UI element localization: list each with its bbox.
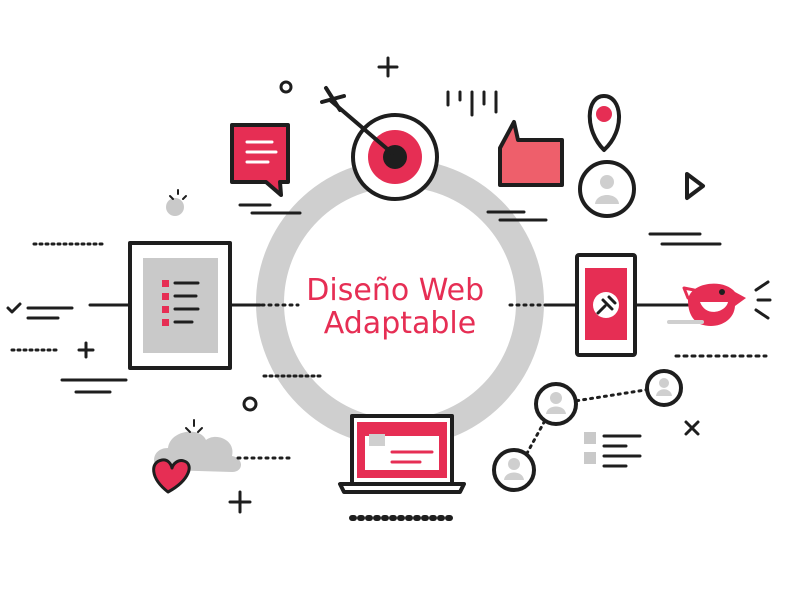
user-avatar-icon	[578, 160, 636, 218]
decor-dot	[166, 198, 184, 216]
location-pin-icon	[587, 94, 621, 152]
check-list-marks	[6, 302, 74, 320]
laptop-website-icon	[338, 414, 466, 521]
thumbs-up-icon	[486, 120, 564, 222]
decor-circle	[279, 80, 293, 94]
smartphone-pin-icon	[575, 253, 637, 357]
tablet-checklist-icon	[128, 241, 232, 370]
close-icon	[684, 420, 700, 436]
dash-marks	[10, 232, 768, 394]
play-icon	[685, 172, 705, 200]
list-icon	[584, 432, 642, 468]
cloud-heart-icon	[152, 419, 292, 494]
bar-marks	[446, 90, 498, 117]
title-line-2: Adaptable	[324, 306, 476, 341]
diagram-title: Diseño Web Adaptable	[306, 273, 493, 341]
bird-icon	[667, 280, 772, 326]
decor-circle	[242, 396, 258, 412]
sparkle-icon	[169, 189, 187, 200]
user-network-icon	[492, 369, 683, 492]
target-arrow-icon	[320, 86, 439, 201]
sparkle-icon	[77, 56, 399, 514]
chat-bubble-icon	[230, 123, 302, 215]
title-line-1: Diseño Web	[306, 273, 484, 308]
